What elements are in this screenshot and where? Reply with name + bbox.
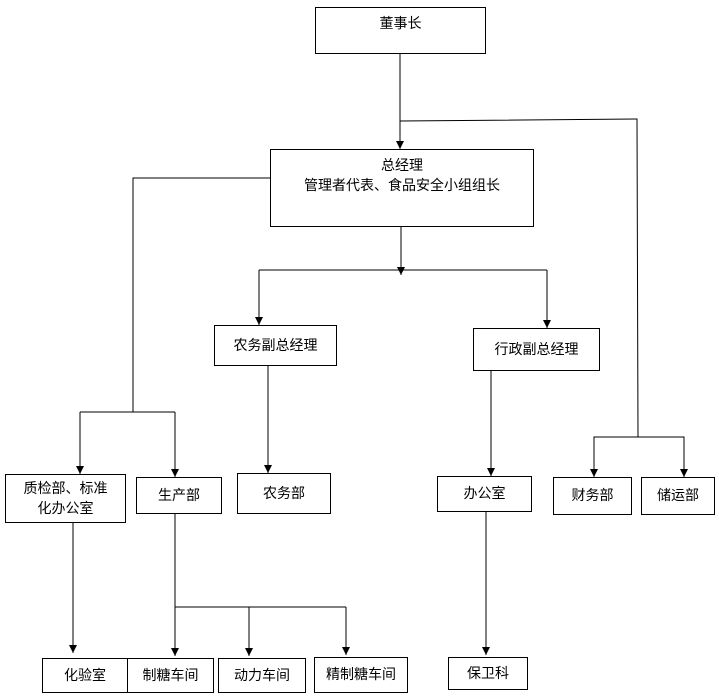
lab-box: 化验室 (42, 658, 128, 693)
power-workshop-box: 动力车间 (218, 658, 306, 693)
agri-vp-box: 农务副总经理 (214, 325, 337, 366)
quality-dept-box: 质检部、标准 化办公室 (5, 474, 126, 523)
refined-sugar-workshop-label: 精制糖车间 (326, 667, 396, 683)
logistics-dept-label: 储运部 (657, 488, 699, 504)
logistics-dept-box: 储运部 (641, 477, 715, 515)
general-manager-box: 总经理 管理者代表、食品安全小组组长 (270, 149, 534, 227)
admin-vp-box: 行政副总经理 (473, 328, 600, 371)
chairman-label: 董事长 (379, 16, 422, 32)
connector-to-logistics (638, 436, 688, 477)
finance-dept-box: 财务部 (553, 477, 632, 515)
admin-vp-label: 行政副总经理 (494, 341, 579, 358)
power-workshop-label: 动力车间 (234, 667, 290, 684)
refined-sugar-workshop-box: 精制糖车间 (314, 657, 408, 693)
office-label: 办公室 (463, 486, 506, 502)
chairman-box: 董事长 (315, 7, 486, 54)
connector-to-finance (590, 436, 638, 477)
quality-dept-line1: 质检部、标准 (23, 480, 108, 497)
sugar-workshop-box: 制糖车间 (127, 658, 214, 693)
production-dept-box: 生产部 (136, 477, 222, 514)
quality-dept-line2: 化办公室 (37, 500, 94, 517)
agri-vp-label: 农务副总经理 (233, 337, 318, 354)
agri-dept-box: 农务部 (237, 473, 331, 514)
lab-label: 化验室 (64, 667, 106, 684)
connector-gm-left (132, 177, 270, 412)
finance-dept-label: 财务部 (571, 488, 614, 504)
security-box: 保卫科 (448, 657, 528, 690)
agri-dept-label: 农务部 (263, 485, 305, 502)
general-manager-title: 总经理 (381, 158, 423, 174)
office-box: 办公室 (437, 476, 532, 512)
production-dept-label: 生产部 (158, 487, 200, 504)
sugar-workshop-label: 制糖车间 (142, 667, 199, 684)
security-label: 保卫科 (467, 665, 509, 682)
general-manager-subtitle: 管理者代表、食品安全小组组长 (304, 178, 500, 194)
connector-to-finance-logistics (399, 118, 639, 438)
